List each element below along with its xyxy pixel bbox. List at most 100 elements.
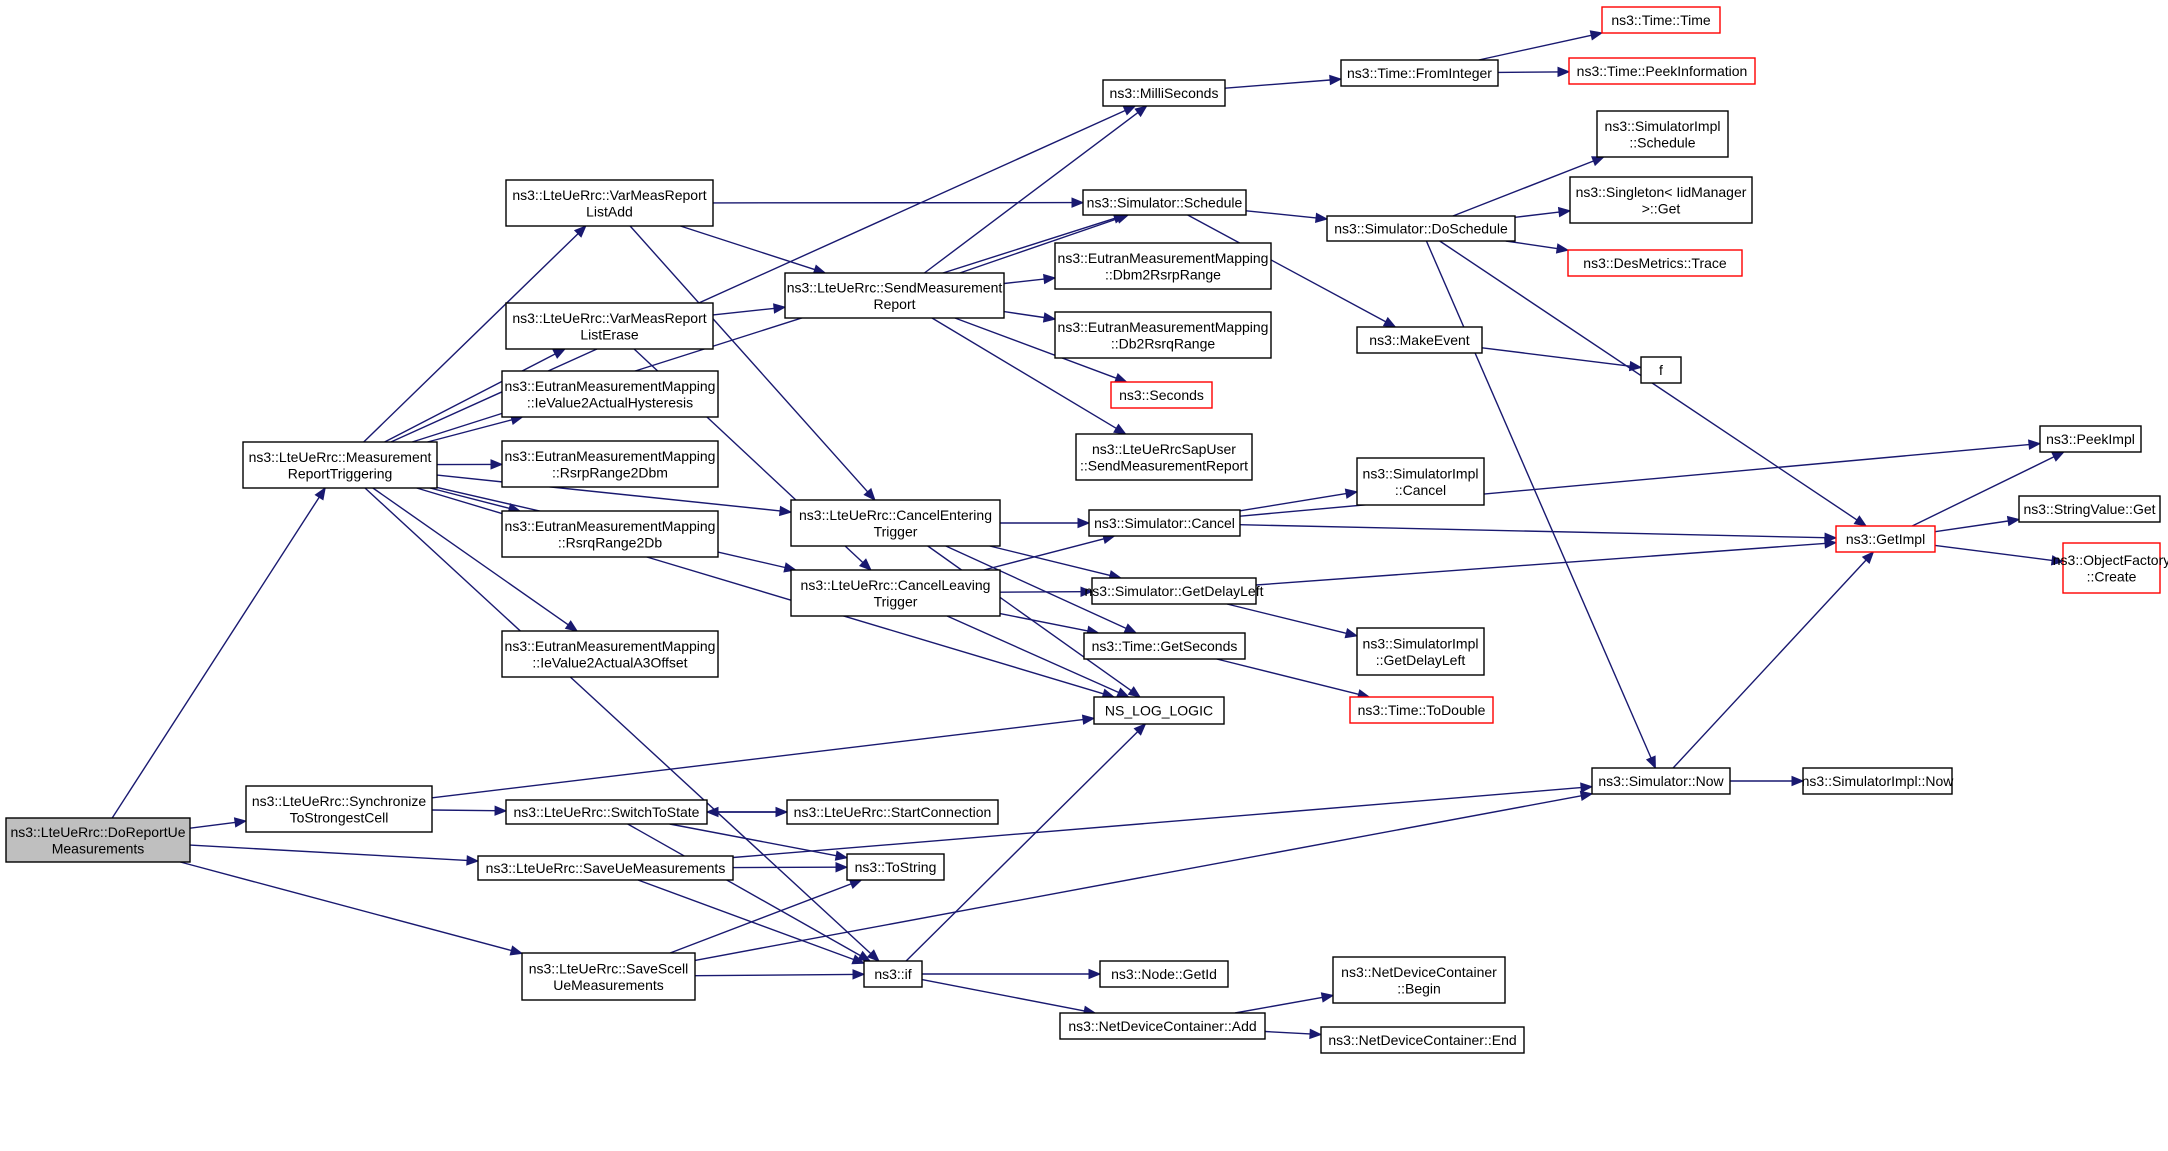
arrowhead-icon bbox=[564, 620, 579, 632]
node-strget[interactable]: ns3::StringValue::Get bbox=[2018, 495, 2161, 523]
node-implcancel[interactable]: ns3::SimulatorImpl::Cancel bbox=[1356, 457, 1485, 506]
node-label: ::IeValue2ActualA3Offset bbox=[532, 654, 687, 670]
node-ndcend[interactable]: ns3::NetDeviceContainer::End bbox=[1320, 1026, 1525, 1054]
node-box bbox=[790, 499, 1001, 547]
node-dosched[interactable]: ns3::Simulator::DoSchedule bbox=[1326, 215, 1516, 242]
node-seconds[interactable]: ns3::Seconds bbox=[1110, 381, 1213, 409]
node-box bbox=[2062, 542, 2161, 594]
node-ndcbegin[interactable]: ns3::NetDeviceContainer::Begin bbox=[1332, 956, 1506, 1004]
node-fromint[interactable]: ns3::Time::FromInteger bbox=[1340, 59, 1499, 87]
node-todouble[interactable]: ns3::Time::ToDouble bbox=[1349, 696, 1494, 724]
edge-vmlerase-to-sendmr bbox=[712, 303, 787, 316]
node-label: ns3::EutranMeasurementMapping bbox=[1058, 250, 1269, 266]
edge-line bbox=[1224, 79, 1331, 89]
edge-savescell-to-simnow bbox=[694, 790, 1594, 962]
arrowhead-icon bbox=[1861, 551, 1875, 564]
node-nslog[interactable]: NS_LOG_LOGIC bbox=[1093, 696, 1225, 725]
node-label: ns3::Time::FromInteger bbox=[1347, 65, 1492, 81]
node-label: ns3::StringValue::Get bbox=[2023, 501, 2155, 517]
node-dbm2rsrp[interactable]: ns3::EutranMeasurementMapping::Dbm2RsrpR… bbox=[1054, 242, 1272, 290]
node-label: ns3::LteUeRrc::Synchronize bbox=[252, 793, 427, 809]
node-rsrp2dbm[interactable]: ns3::EutranMeasurementMapping::RsrpRange… bbox=[501, 440, 719, 488]
node-switch[interactable]: ns3::LteUeRrc::SwitchToState bbox=[505, 799, 708, 825]
node-label: ns3::Singleton< IidManager bbox=[1576, 184, 1747, 200]
node-milli[interactable]: ns3::MilliSeconds bbox=[1102, 79, 1226, 107]
node-label: ListErase bbox=[580, 326, 639, 342]
node-label: ns3::LteUeRrc::CancelLeaving bbox=[801, 577, 991, 593]
arrowhead-icon bbox=[1071, 197, 1085, 208]
node-label: ns3::DesMetrics::Trace bbox=[1583, 255, 1727, 271]
node-box bbox=[5, 817, 191, 863]
node-label: ns3::EutranMeasurementMapping bbox=[505, 378, 716, 394]
node-mrt[interactable]: ns3::LteUeRrc::MeasurementReportTriggeri… bbox=[242, 441, 438, 489]
node-getimpl[interactable]: ns3::GetImpl bbox=[1835, 525, 1936, 553]
node-startconn[interactable]: ns3::LteUeRrc::StartConnection bbox=[786, 799, 999, 825]
node-desmetrics[interactable]: ns3::DesMetrics::Trace bbox=[1567, 249, 1743, 277]
node-tostring[interactable]: ns3::ToString bbox=[846, 853, 945, 881]
node-label: ns3::SimulatorImpl bbox=[1363, 635, 1479, 651]
node-implsched[interactable]: ns3::SimulatorImpl::Schedule bbox=[1596, 110, 1729, 158]
node-label: ListAdd bbox=[586, 203, 633, 219]
edge-sendmr-to-db2rsrq bbox=[1003, 310, 1057, 323]
node-label: ns3::Simulator::DoSchedule bbox=[1334, 221, 1508, 237]
node-box bbox=[2018, 495, 2161, 523]
node-makeev[interactable]: ns3::MakeEvent bbox=[1356, 326, 1483, 354]
node-sync[interactable]: ns3::LteUeRrc::SynchronizeToStrongestCel… bbox=[245, 785, 433, 833]
edge-line bbox=[189, 844, 468, 862]
node-sendmr[interactable]: ns3::LteUeRrc::SendMeasurementReport bbox=[784, 272, 1005, 319]
node-objfact[interactable]: ns3::ObjectFactory::Create bbox=[2053, 542, 2168, 594]
node-label: ns3::ObjectFactory bbox=[2053, 552, 2168, 568]
node-saveue[interactable]: ns3::LteUeRrc::SaveUeMeasurements bbox=[477, 855, 734, 881]
node-getsec[interactable]: ns3::Time::GetSeconds bbox=[1083, 632, 1246, 660]
node-getdelay[interactable]: ns3::Simulator::GetDelayLeft bbox=[1085, 577, 1264, 605]
edge-line bbox=[1264, 1030, 1311, 1035]
edge-root-to-sync bbox=[189, 817, 248, 829]
node-rsrq2db[interactable]: ns3::EutranMeasurementMapping::RsrqRange… bbox=[501, 510, 719, 558]
node-db2rsrq[interactable]: ns3::EutranMeasurementMapping::Db2RsrqRa… bbox=[1054, 311, 1272, 359]
edge-line bbox=[1934, 520, 2009, 533]
arrowhead-icon bbox=[552, 348, 567, 359]
node-singleton[interactable]: ns3::Singleton< IidManager>::Get bbox=[1569, 176, 1753, 224]
edge-line bbox=[629, 225, 869, 493]
arrowhead-icon bbox=[835, 861, 849, 873]
node-implnow[interactable]: ns3::SimulatorImpl::Now bbox=[1802, 767, 1955, 795]
node-simcancel[interactable]: ns3::Simulator::Cancel bbox=[1088, 509, 1241, 537]
arrowhead-icon bbox=[1555, 243, 1570, 254]
node-sapuser[interactable]: ns3::LteUeRrcSapUser::SendMeasurementRep… bbox=[1075, 433, 1253, 481]
arrowhead-icon bbox=[1344, 628, 1359, 639]
node-if[interactable]: ns3::if bbox=[863, 960, 923, 988]
node-ndcadd[interactable]: ns3::NetDeviceContainer::Add bbox=[1059, 1012, 1266, 1040]
node-f[interactable]: f bbox=[1640, 356, 1682, 384]
node-box bbox=[1054, 242, 1272, 290]
arrowhead-icon bbox=[1113, 373, 1128, 383]
node-schedule[interactable]: ns3::Simulator::Schedule bbox=[1082, 189, 1247, 216]
arrowhead-icon bbox=[1309, 1028, 1323, 1040]
edge-dosched-to-desmetrics bbox=[1505, 240, 1570, 254]
arrowhead-icon bbox=[1134, 105, 1148, 118]
node-label: ns3::if bbox=[874, 966, 911, 982]
arrowhead-icon bbox=[1791, 775, 1805, 787]
arrowhead-icon bbox=[1122, 105, 1137, 116]
edge-dosched-to-singleton bbox=[1514, 206, 1572, 218]
node-nodegetid[interactable]: ns3::Node::GetId bbox=[1099, 960, 1229, 988]
node-impldelay[interactable]: ns3::SimulatorImpl::GetDelayLeft bbox=[1356, 627, 1485, 676]
edge-if-to-nodegetid bbox=[922, 968, 1102, 980]
node-peekimpl[interactable]: ns3::PeekImpl bbox=[2039, 425, 2142, 453]
node-peekinfo[interactable]: ns3::Time::PeekInformation bbox=[1568, 57, 1756, 85]
node-hyst[interactable]: ns3::EutranMeasurementMapping::IeValue2A… bbox=[501, 370, 719, 418]
node-simnow[interactable]: ns3::Simulator::Now bbox=[1591, 767, 1731, 795]
node-timetime[interactable]: ns3::Time::Time bbox=[1601, 6, 1721, 34]
node-label: ns3::EutranMeasurementMapping bbox=[505, 518, 716, 534]
node-a3off[interactable]: ns3::EutranMeasurementMapping::IeValue2A… bbox=[501, 630, 719, 678]
edge-line bbox=[923, 112, 1139, 274]
node-label: ns3::NetDeviceContainer::End bbox=[1328, 1032, 1516, 1048]
edge-vmladd-to-schedule bbox=[712, 197, 1085, 208]
node-label: ::Cancel bbox=[1395, 482, 1446, 498]
